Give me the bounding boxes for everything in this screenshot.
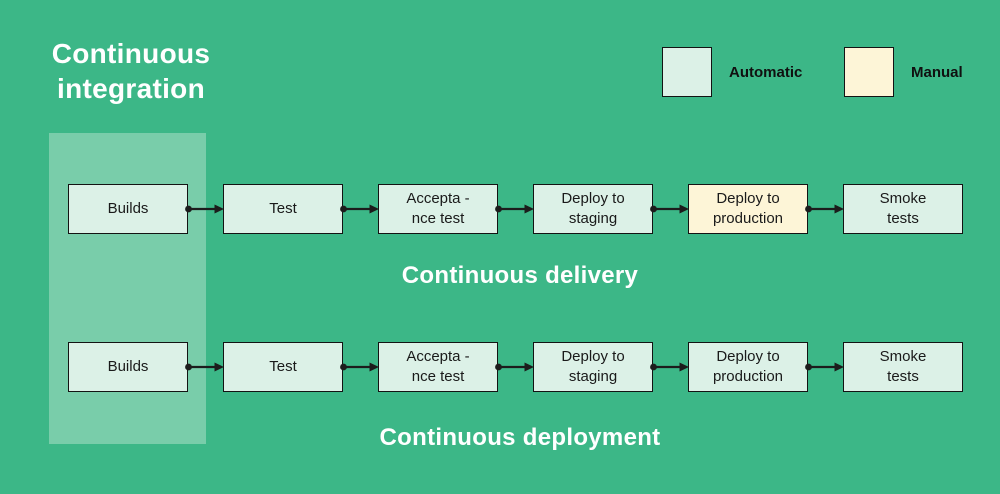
step-box-test-delivery: Test <box>223 184 343 234</box>
step-box-smoke-tests-delivery: Smoke tests <box>843 184 963 234</box>
flow-arrow-icon <box>340 362 379 372</box>
flow-arrow-icon <box>650 362 689 372</box>
step-box-acceptance-test-deployment: Accepta - nce test <box>378 342 498 392</box>
continuous-delivery-label: Continuous delivery <box>401 262 639 289</box>
step-box-deploy-staging-delivery: Deploy to staging <box>533 184 653 234</box>
flow-arrow-icon <box>805 362 844 372</box>
step-box-deploy-production-deployment: Deploy to production <box>688 342 808 392</box>
legend-item-manual: Manual <box>844 47 963 97</box>
step-box-deploy-production-delivery: Deploy to production <box>688 184 808 234</box>
manual-swatch <box>844 47 894 97</box>
flow-arrow-icon <box>185 204 224 214</box>
legend-item-automatic: Automatic <box>662 47 802 97</box>
automatic-swatch <box>662 47 712 97</box>
flow-arrow-icon <box>495 362 534 372</box>
continuous-deployment-label: Continuous deployment <box>379 424 661 451</box>
step-box-smoke-tests-deployment: Smoke tests <box>843 342 963 392</box>
step-box-deploy-staging-deployment: Deploy to staging <box>533 342 653 392</box>
flow-arrow-icon <box>185 362 224 372</box>
step-box-test-deployment: Test <box>223 342 343 392</box>
flow-arrow-icon <box>495 204 534 214</box>
flow-arrow-icon <box>650 204 689 214</box>
flow-arrow-icon <box>805 204 844 214</box>
step-box-builds-deployment: Builds <box>68 342 188 392</box>
step-box-builds-delivery: Builds <box>68 184 188 234</box>
legend-label-manual: Manual <box>911 63 963 81</box>
flow-arrow-icon <box>340 204 379 214</box>
step-box-acceptance-test-delivery: Accepta - nce test <box>378 184 498 234</box>
diagram-title: Continuous integration <box>51 38 211 104</box>
legend-label-automatic: Automatic <box>729 63 803 81</box>
